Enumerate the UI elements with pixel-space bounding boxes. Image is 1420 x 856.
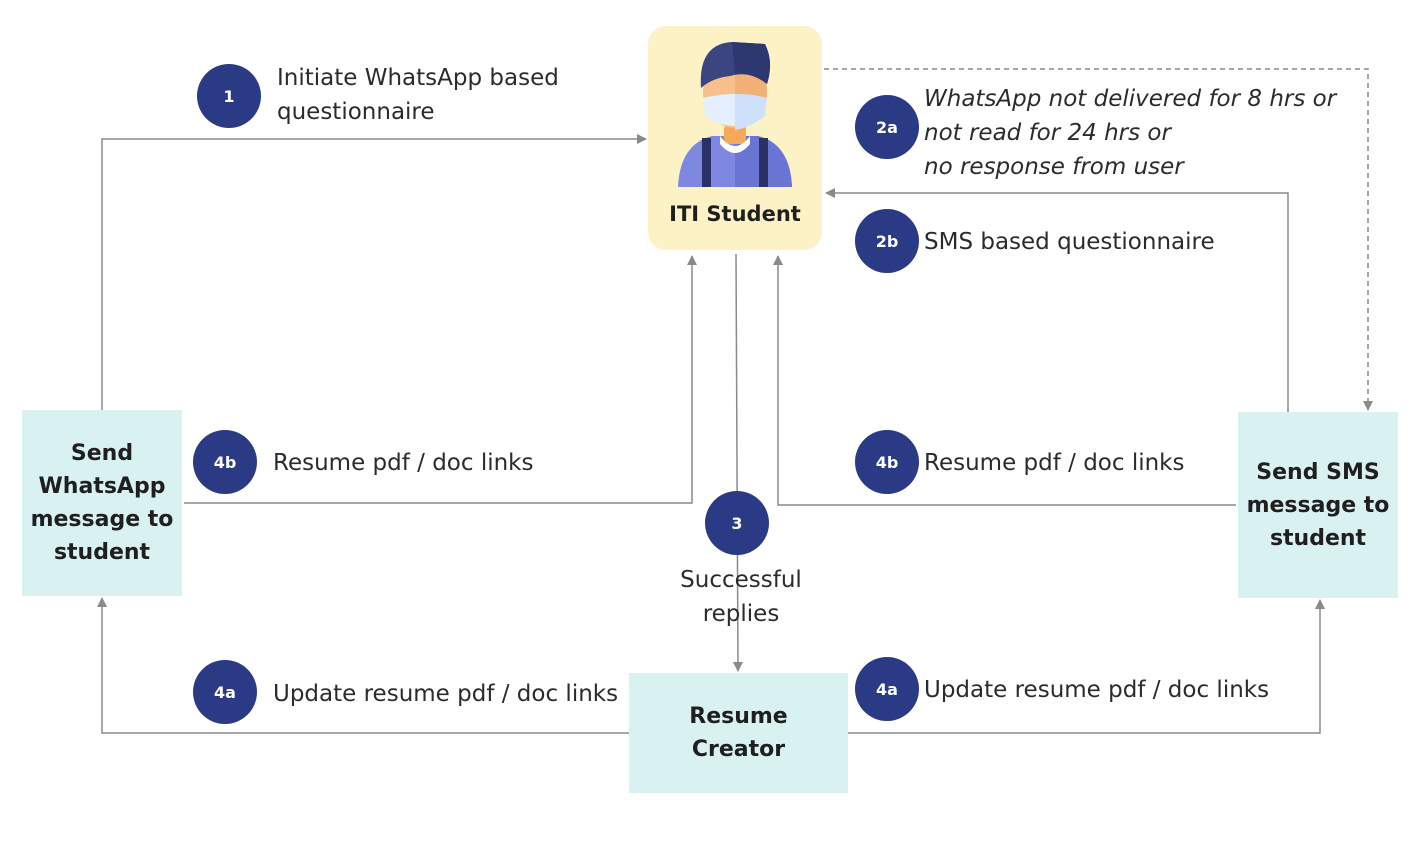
student-title: ITI Student xyxy=(669,202,801,226)
arrow-step1-whatsapp-to-student xyxy=(101,134,647,410)
arrow-step3-student-to-resume-creator xyxy=(732,253,743,672)
step-badge-4b-right: 4b xyxy=(855,430,919,494)
step2a-label-line: no response from user xyxy=(924,154,1184,180)
node-send-whatsapp: Send WhatsApp message to student xyxy=(22,410,182,596)
step1-label: Initiate WhatsApp based questionnaire xyxy=(277,61,559,129)
arrow-step4b-sms-to-student xyxy=(773,255,1236,506)
step4b-left-label: Resume pdf / doc links xyxy=(273,450,534,476)
sms-box-line: message to xyxy=(1246,492,1390,518)
arrow-step4a-creator-to-sms xyxy=(848,599,1325,734)
step-badge-1: 1 xyxy=(197,64,261,128)
node-iti-student: ITI Student xyxy=(648,26,822,250)
step3-label: Successful replies xyxy=(666,563,816,631)
node-send-sms: Send SMS message to student xyxy=(1238,412,1398,598)
step2a-label-line: WhatsApp not delivered for 8 hrs or xyxy=(924,86,1337,112)
step2a-label: WhatsApp not delivered for 8 hrs or not … xyxy=(924,82,1336,184)
step-badge-4a-right: 4a xyxy=(855,657,919,721)
step2b-label: SMS based questionnaire xyxy=(924,229,1215,255)
step3-label-line: replies xyxy=(702,601,780,627)
step-badge-2b: 2b xyxy=(855,209,919,273)
resume-creator-line: Resume xyxy=(689,704,788,729)
resume-creator-line: Creator xyxy=(691,737,786,762)
step-badge-4b-left: 4b xyxy=(193,430,257,494)
arrow-step2b-sms-to-student xyxy=(825,188,1289,412)
sms-box-line: student xyxy=(1269,525,1367,551)
whatsapp-box-line: WhatsApp xyxy=(38,474,166,499)
step4a-right-label: Update resume pdf / doc links xyxy=(924,677,1270,703)
step1-label-line: questionnaire xyxy=(277,99,435,125)
whatsapp-box-line: message to xyxy=(30,507,174,532)
student-avatar-icon xyxy=(678,42,792,187)
arrow-step4b-whatsapp-to-student xyxy=(184,255,697,504)
step4b-right-label: Resume pdf / doc links xyxy=(924,450,1185,476)
step-badge-2a: 2a xyxy=(855,95,919,159)
step-badge-4a-left: 4a xyxy=(193,660,257,724)
arrow-step4a-creator-to-whatsapp xyxy=(97,597,629,734)
whatsapp-box-line: Send xyxy=(70,441,134,466)
node-resume-creator: Resume Creator xyxy=(629,673,848,793)
step-badge-3: 3 xyxy=(705,491,769,555)
step1-label-line: Initiate WhatsApp based xyxy=(277,65,559,91)
step4a-left-label: Update resume pdf / doc links xyxy=(273,681,619,707)
step3-label-line: Successful xyxy=(680,567,802,593)
whatsapp-box-line: student xyxy=(53,540,151,565)
step2a-label-line: not read for 24 hrs or xyxy=(924,120,1171,146)
arrow-step2a-student-to-sms xyxy=(824,68,1373,411)
sms-box-line: Send SMS xyxy=(1256,459,1380,485)
